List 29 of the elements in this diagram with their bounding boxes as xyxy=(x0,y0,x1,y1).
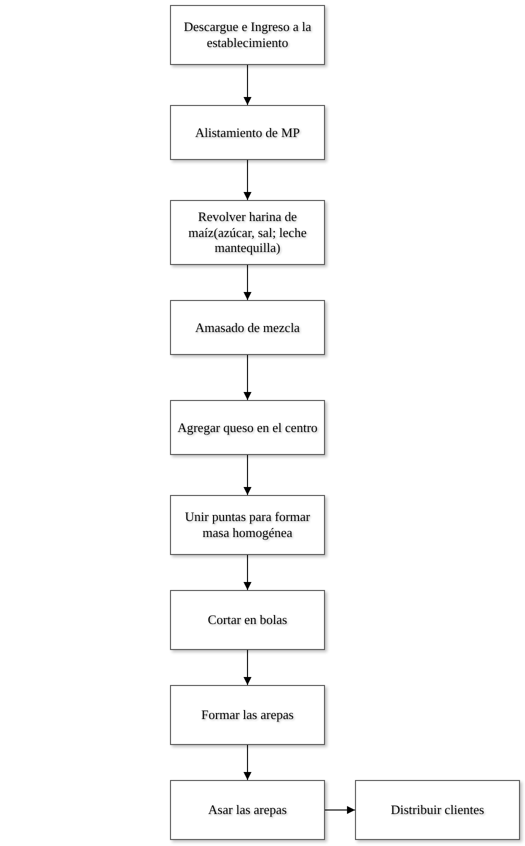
process-box xyxy=(170,300,325,355)
arrow xyxy=(244,354,252,400)
step-text: Alistamiento de MP xyxy=(195,124,300,140)
arrow xyxy=(244,554,252,590)
arrow xyxy=(244,160,252,200)
arrow xyxy=(244,264,252,300)
step-text: Amasado de mezcla xyxy=(195,320,300,336)
step-text: Asar las arepas xyxy=(208,802,287,818)
step-text: Unir puntas para formar masa homogénea xyxy=(184,509,312,541)
process-box xyxy=(170,200,325,265)
step-text: Descargue e Ingreso a la establecimiento xyxy=(182,19,312,51)
arrow xyxy=(244,650,252,686)
process-box xyxy=(170,400,325,455)
process-box xyxy=(170,105,325,160)
process-box xyxy=(170,590,325,650)
step-text: Formar las arepas xyxy=(201,707,294,723)
process-box xyxy=(170,685,325,745)
step-text: Cortar en bolas xyxy=(208,612,288,628)
arrow xyxy=(324,806,356,814)
step-text: Revolver harina de maíz(azúcar, sal; leche mantequilla) xyxy=(187,209,308,256)
step-text: Distribuir clientes xyxy=(390,802,484,818)
process-box xyxy=(170,780,325,840)
step-text: Agregar queso en el centro xyxy=(177,420,318,436)
arrow xyxy=(244,454,252,496)
arrow xyxy=(244,744,252,780)
process-box xyxy=(170,5,325,65)
process-box xyxy=(170,495,325,555)
process-box xyxy=(355,780,520,840)
arrow xyxy=(244,64,252,106)
